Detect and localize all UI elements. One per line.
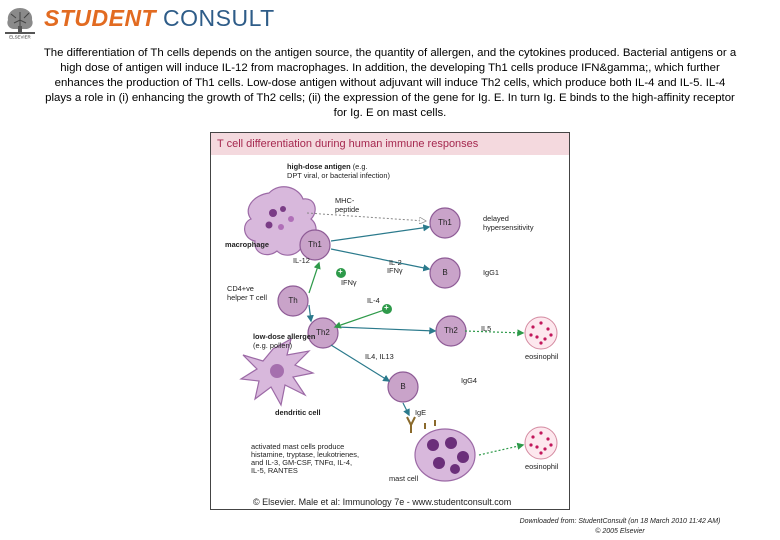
label-eosinophil-2: eosinophil — [525, 462, 559, 471]
figure-copyright: © Elsevier. Male et al: Immunology 7e - … — [253, 497, 512, 507]
download-footer: Downloaded from: StudentConsult (on 18 M… — [510, 517, 730, 537]
b-top-cell — [429, 257, 461, 289]
elsevier-tree-icon: ELSEVIER — [2, 2, 38, 40]
figure-title: T cell differentiation during human immu… — [211, 133, 569, 155]
label-cd4: CD4+ve — [227, 284, 254, 293]
brand-student: STUDENT — [44, 5, 157, 31]
label-mast-cell: mast cell — [389, 474, 419, 483]
label-il4-il13: IL4, IL13 — [365, 352, 394, 361]
macrophage-cell — [244, 186, 317, 256]
figure-caption: The differentiation of Th cells depends … — [43, 47, 737, 119]
label-ifn-g-2: IFNγ — [387, 266, 403, 275]
label-pollen: (e.g. pollen) — [253, 341, 293, 350]
label-hypersensitivity: hypersensitivity — [483, 223, 534, 232]
label-mhc: MHC- — [335, 196, 355, 205]
label-b-top: B — [442, 268, 448, 277]
th2-dendritic-cell — [307, 317, 339, 349]
label-ige: IgE — [415, 408, 427, 417]
label-th2-right: Th2 — [444, 326, 458, 335]
th1-right-cell — [429, 207, 461, 239]
plus-il4: + — [384, 303, 389, 312]
label-helper-t-cell: helper T cell — [227, 293, 267, 302]
label-il12: IL-12 — [293, 256, 310, 265]
plus-ifn: + — [338, 267, 343, 276]
svg-text:ELSEVIER: ELSEVIER — [9, 35, 30, 40]
label-th1-right: Th1 — [438, 218, 452, 227]
label-il5: IL5 — [481, 324, 492, 333]
student-consult-logo[interactable]: STUDENT CONSULT — [44, 5, 275, 32]
label-activated-1: activated mast cells produce — [251, 442, 345, 451]
brand-consult: CONSULT — [163, 5, 275, 31]
label-activated-2: histamine, tryptase, leukotrienes, — [251, 450, 360, 459]
b-bottom-cell — [387, 371, 419, 403]
label-activated-3: and IL-3, GM-CSF, TNFα, IL-4, — [251, 458, 353, 467]
label-igg1: IgG1 — [483, 268, 500, 277]
footer-copyright: © 2005 Elsevier — [595, 528, 645, 535]
label-high-dose: high-dose antigen (e.g. — [287, 162, 368, 171]
footer-downloaded: Downloaded from: StudentConsult (on 18 M… — [519, 518, 721, 525]
t-cell-differentiation-figure: T cell differentiation during human immu… — [210, 132, 570, 510]
label-il2: IL-2 — [389, 258, 402, 267]
label-il4: IL-4 — [367, 296, 380, 305]
eosinophil-top — [524, 316, 558, 350]
label-activated-4: IL-5, RANTES — [251, 466, 298, 475]
label-low-dose: low-dose allergen — [253, 332, 316, 341]
label-igg4: IgG4 — [461, 376, 478, 385]
mast-cell — [414, 420, 476, 482]
label-th-cd4: Th — [288, 296, 298, 305]
label-b-bottom: B — [400, 382, 406, 391]
label-eosinophil-1: eosinophil — [525, 352, 559, 361]
page-header: ELSEVIER STUDENT CONSULT — [0, 0, 780, 42]
label-ifn-g: IFNγ — [341, 278, 357, 287]
label-peptide: peptide — [335, 205, 360, 214]
ige-antibody-icon — [406, 416, 416, 433]
label-th2-dendritic: Th2 — [316, 328, 330, 337]
th-cd4-cell — [277, 285, 309, 317]
th1-macrophage-cell — [299, 229, 331, 261]
label-th1-macrophage: Th1 — [308, 240, 322, 249]
label-delayed: delayed — [483, 214, 509, 223]
eosinophil-bottom — [524, 426, 558, 460]
label-macrophage: macrophage — [225, 240, 269, 249]
label-high-dose-2: DPT viral, or bacterial infection) — [287, 171, 390, 180]
label-dendritic: dendritic cell — [275, 408, 321, 417]
figure-diagram — [239, 186, 558, 482]
